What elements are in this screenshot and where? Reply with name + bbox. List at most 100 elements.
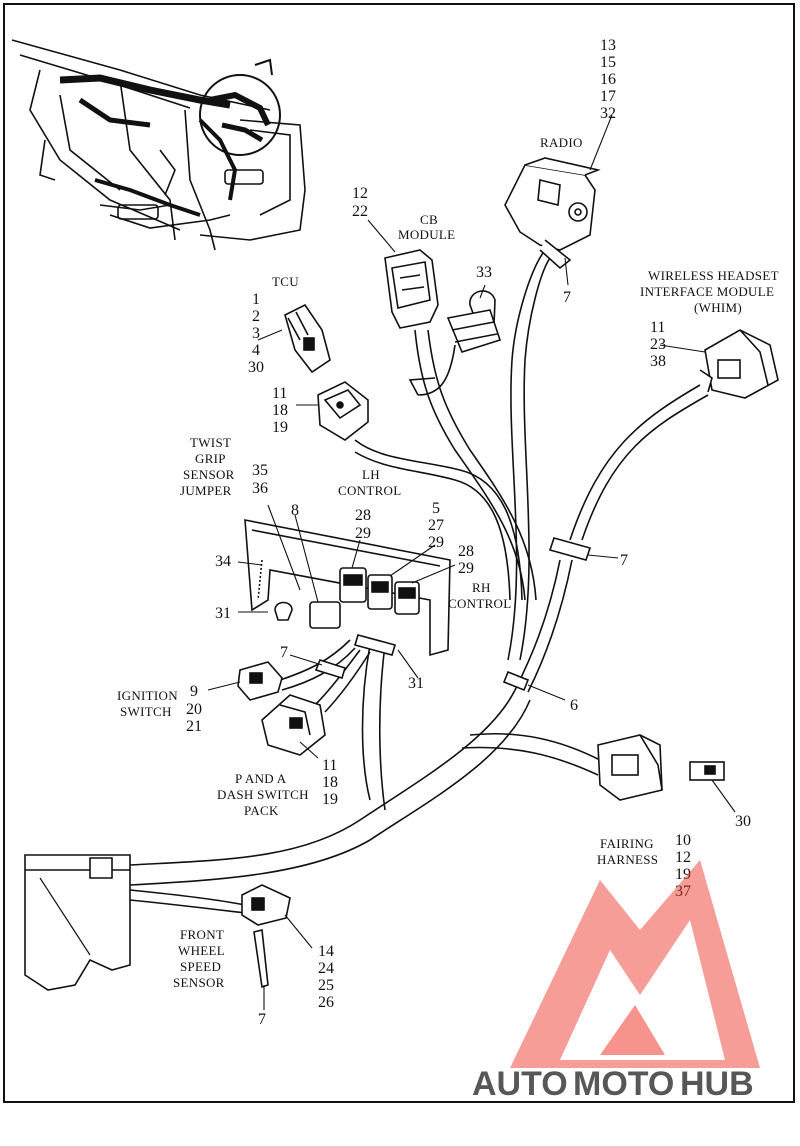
twist-label: GRIP bbox=[195, 451, 226, 466]
callout-number: 36 bbox=[252, 480, 268, 497]
twist-label: SENSOR bbox=[183, 467, 235, 482]
callout-number: 22 bbox=[352, 203, 368, 220]
lh-connector-11-18-19 bbox=[317, 381, 369, 441]
callout-number: 19 bbox=[322, 791, 338, 808]
callout-number: 28 bbox=[355, 507, 371, 524]
callout-number: 25 bbox=[318, 977, 334, 994]
wheel-sensor-connector bbox=[241, 884, 291, 989]
whim-connector bbox=[699, 329, 779, 399]
tcu-label: TCU bbox=[272, 274, 299, 289]
svg-text:MOTO: MOTO bbox=[573, 1065, 674, 1103]
callout-number: 29 bbox=[355, 525, 371, 542]
wheel-label: FRONT bbox=[180, 927, 224, 942]
fairing-label: HARNESS bbox=[597, 852, 658, 867]
svg-text:HUB: HUB bbox=[680, 1065, 754, 1103]
callout-whim: WIRELESS HEADSET INTERFACE MODULE (WHIM)… bbox=[640, 268, 779, 370]
lh-label: CONTROL bbox=[338, 483, 402, 498]
callout-number: 37 bbox=[675, 883, 691, 900]
cable-ties bbox=[314, 537, 592, 692]
boot-33 bbox=[446, 290, 502, 353]
callout-number: 17 bbox=[600, 88, 616, 105]
control-connectors bbox=[274, 567, 420, 629]
fairing-bracket bbox=[24, 854, 131, 991]
twist-label: JUMPER bbox=[180, 483, 232, 498]
whim-label: (WHIM) bbox=[694, 300, 742, 315]
callout-number: 26 bbox=[318, 994, 334, 1011]
fairing-connector bbox=[597, 734, 725, 801]
callout-number: 20 bbox=[186, 701, 202, 718]
callout-number: 7 bbox=[563, 289, 571, 306]
cb-label: CB bbox=[420, 212, 438, 227]
pa-label: PACK bbox=[244, 803, 279, 818]
pa-connector bbox=[261, 694, 326, 756]
callout-number: 16 bbox=[600, 71, 616, 88]
radio-connector bbox=[504, 157, 601, 270]
callout-lh-control: LH CONTROL 8 28 29 bbox=[291, 467, 402, 542]
callout-number: 23 bbox=[650, 336, 666, 353]
callout-number: 31 bbox=[215, 605, 231, 622]
callout-radio: 13 15 16 17 32 RADIO 7 bbox=[540, 37, 616, 306]
callout-number: 35 bbox=[252, 462, 268, 479]
callout-number: 29 bbox=[458, 560, 474, 577]
callout-ignition: 9 20 21 IGNITION SWITCH bbox=[117, 683, 202, 735]
callout-number: 18 bbox=[322, 774, 338, 791]
callout-twist-grip: TWIST GRIP SENSOR JUMPER 35 36 bbox=[180, 435, 268, 498]
main-harness-wires bbox=[129, 249, 709, 914]
callout-number: 11 bbox=[272, 385, 287, 402]
callout-pa: 11 18 19 P AND A DASH SWITCH PACK bbox=[217, 757, 338, 818]
automotohub-wordmark: AUTO MOTO HUB bbox=[472, 1065, 754, 1103]
rh-label: CONTROL bbox=[448, 596, 512, 611]
callout-number: 31 bbox=[408, 675, 424, 692]
twist-label: TWIST bbox=[190, 435, 231, 450]
callout-number: 7 bbox=[620, 552, 628, 569]
frame-inset-illustration bbox=[11, 39, 306, 251]
callout-number: 19 bbox=[272, 419, 288, 436]
callout-number: 38 bbox=[650, 353, 666, 370]
ignition-label: SWITCH bbox=[120, 704, 172, 719]
callout-number: 15 bbox=[600, 54, 616, 71]
cb-module-connector bbox=[384, 249, 439, 329]
callout-number: 33 bbox=[476, 264, 492, 281]
cb-label: MODULE bbox=[398, 227, 455, 242]
callout-lh-connector: 11 18 19 bbox=[272, 385, 288, 436]
callout-number: 29 bbox=[428, 534, 444, 551]
callout-rh-control: 28 29 RH CONTROL bbox=[448, 543, 512, 611]
callout-cb: 12 22 CB MODULE 33 bbox=[352, 185, 492, 281]
wheel-label: SPEED bbox=[180, 959, 221, 974]
pa-label: P AND A bbox=[235, 771, 287, 786]
callout-number: 12 bbox=[675, 849, 691, 866]
pa-label: DASH SWITCH bbox=[217, 787, 309, 802]
callout-wheel-sensor: FRONT WHEEL SPEED SENSOR 14 24 25 26 7 bbox=[173, 927, 334, 1028]
callout-number: 1 bbox=[252, 291, 260, 308]
callout-number: 11 bbox=[322, 757, 337, 774]
tcu-connector bbox=[284, 303, 331, 374]
callout-number: 19 bbox=[675, 866, 691, 883]
whim-label: INTERFACE MODULE bbox=[640, 284, 774, 299]
callout-number: 24 bbox=[318, 960, 334, 977]
automotohub-logo bbox=[510, 860, 760, 1068]
callout-number: 4 bbox=[252, 342, 260, 359]
fairing-label: FAIRING bbox=[600, 836, 654, 851]
callout-mid-connector: 5 27 29 bbox=[428, 500, 444, 551]
callout-number: 27 bbox=[428, 517, 444, 534]
callout-number: 2 bbox=[252, 308, 260, 325]
callout-number: 21 bbox=[186, 718, 202, 735]
callout-tcu: TCU 1 2 3 4 30 bbox=[248, 274, 299, 376]
callout-number: 18 bbox=[272, 402, 288, 419]
callout-number: 3 bbox=[252, 325, 260, 342]
switch-mounting-plate bbox=[244, 519, 451, 657]
callout-number: 14 bbox=[318, 943, 334, 960]
callout-number: 10 bbox=[675, 832, 691, 849]
callout-number: 5 bbox=[432, 500, 440, 517]
callout-number: 6 bbox=[570, 697, 578, 714]
callout-number: 11 bbox=[650, 319, 665, 336]
callout-number: 7 bbox=[258, 1011, 266, 1028]
lh-label: LH bbox=[362, 467, 380, 482]
callout-number: 9 bbox=[190, 683, 198, 700]
callout-number: 32 bbox=[600, 105, 616, 122]
whim-label: WIRELESS HEADSET bbox=[648, 268, 779, 283]
ignition-connector bbox=[237, 661, 283, 701]
callout-number: 30 bbox=[735, 813, 751, 830]
radio-label: RADIO bbox=[540, 135, 583, 150]
